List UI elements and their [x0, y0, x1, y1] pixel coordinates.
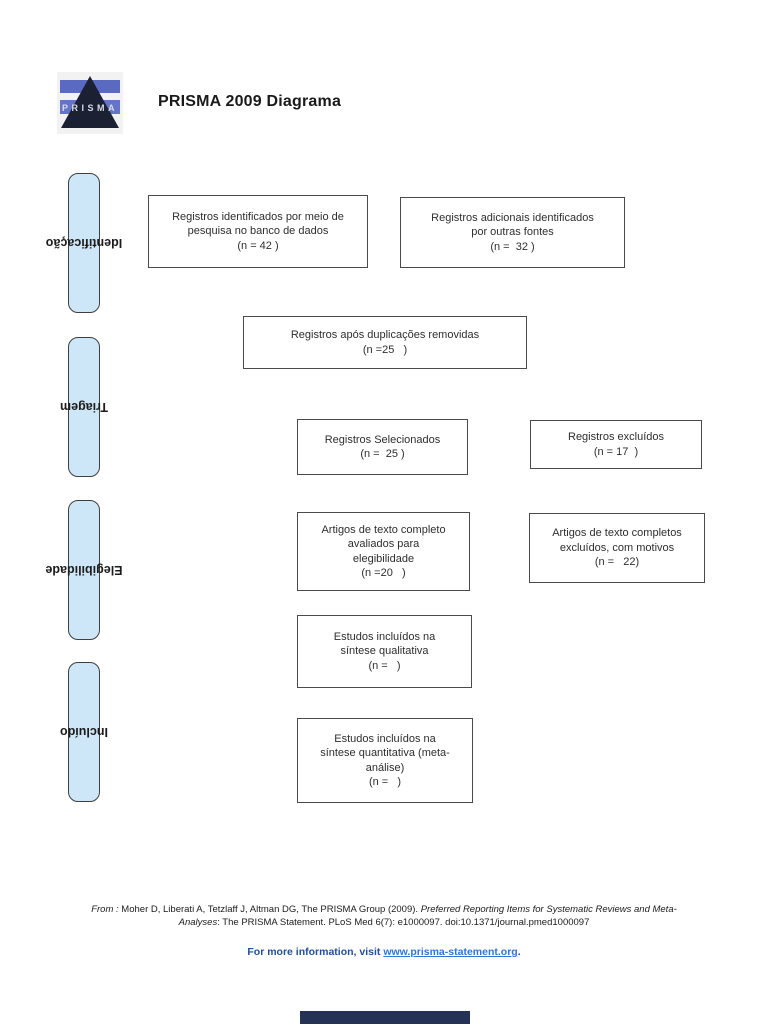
- citation: From : Moher D, Liberati A, Tetzlaff J, …: [0, 903, 768, 929]
- flow-box-text: Registros excluídos (n = 17 ): [568, 431, 664, 458]
- page-title: PRISMA 2009 Diagrama: [158, 93, 342, 110]
- flow-box-text: Estudos incluídos na síntese qualitativa…: [333, 630, 436, 672]
- phase-pill-identificacao: [68, 173, 100, 313]
- citation-authors: Moher D, Liberati A, Tetzlaff J, Altman …: [118, 904, 421, 915]
- flow-box-text: Estudos incluídos na síntese quantitativ…: [320, 732, 450, 789]
- phase-pill-elegibilidade: [68, 500, 100, 640]
- bottom-navy-bar: [300, 1011, 470, 1024]
- flow-box-records-identified-database: Registros identificados por meio de pesq…: [148, 195, 368, 268]
- citation-from: From :: [91, 904, 119, 915]
- flow-box-text: Registros adicionais identificados por o…: [431, 211, 594, 253]
- citation-line-1: From : Moher D, Liberati A, Tetzlaff J, …: [0, 903, 768, 916]
- phase-pill-triagem: [68, 337, 100, 477]
- flow-box-records-additional-sources: Registros adicionais identificados por o…: [400, 197, 625, 268]
- citation-line-2: Analyses: The PRISMA Statement. PLoS Med…: [0, 916, 768, 929]
- flow-box-fulltext-assessed: Artigos de texto completo avaliados para…: [297, 512, 470, 591]
- logo-text: PRISMA: [62, 103, 118, 113]
- flow-box-records-excluded: Registros excluídos (n = 17 ): [530, 420, 702, 469]
- info-line: For more information, visit www.prisma-s…: [0, 946, 768, 958]
- flow-box-fulltext-excluded: Artigos de texto completos excluídos, co…: [529, 513, 705, 583]
- flow-box-text: Registros após duplicações removidas (n …: [290, 329, 480, 356]
- flow-box-text: Artigos de texto completos excluídos, co…: [552, 527, 682, 569]
- flow-box-text: Registros Selecionados (n = 25 ): [324, 433, 441, 461]
- citation-work-title-cont: Analyses: [178, 917, 218, 928]
- prisma-logo: PRISMA: [57, 72, 123, 134]
- flow-box-text: Registros identificados por meio de pesq…: [172, 210, 344, 252]
- phase-label-identificacao: Identificação: [45, 236, 123, 250]
- phase-label-triagem: Triagem: [60, 400, 108, 414]
- flow-box-studies-qualitative: Estudos incluídos na síntese qualitativa…: [297, 615, 472, 688]
- flow-box-records-screened: Registros Selecionados (n = 25 ): [297, 419, 468, 475]
- info-prefix: For more information, visit: [247, 946, 384, 958]
- logo-triangle: [61, 76, 119, 128]
- flow-box-text: Artigos de texto completo avaliados para…: [321, 523, 446, 580]
- prisma-statement-link[interactable]: www.prisma-statement.org: [383, 946, 518, 958]
- flow-box-studies-quantitative: Estudos incluídos na síntese quantitativ…: [297, 718, 473, 803]
- info-suffix: .: [517, 946, 521, 958]
- flow-box-records-after-duplicates: Registros após duplicações removidas (n …: [243, 316, 527, 369]
- phase-label-incluido: Incluído: [60, 725, 108, 739]
- phase-label-elegibilidade: Elegibilidade: [45, 563, 123, 577]
- citation-rest: : The PRISMA Statement. PLoS Med 6(7): e…: [217, 917, 590, 928]
- citation-work-title: Preferred Reporting Items for Systematic…: [420, 904, 677, 915]
- phase-pill-incluido: [68, 662, 100, 802]
